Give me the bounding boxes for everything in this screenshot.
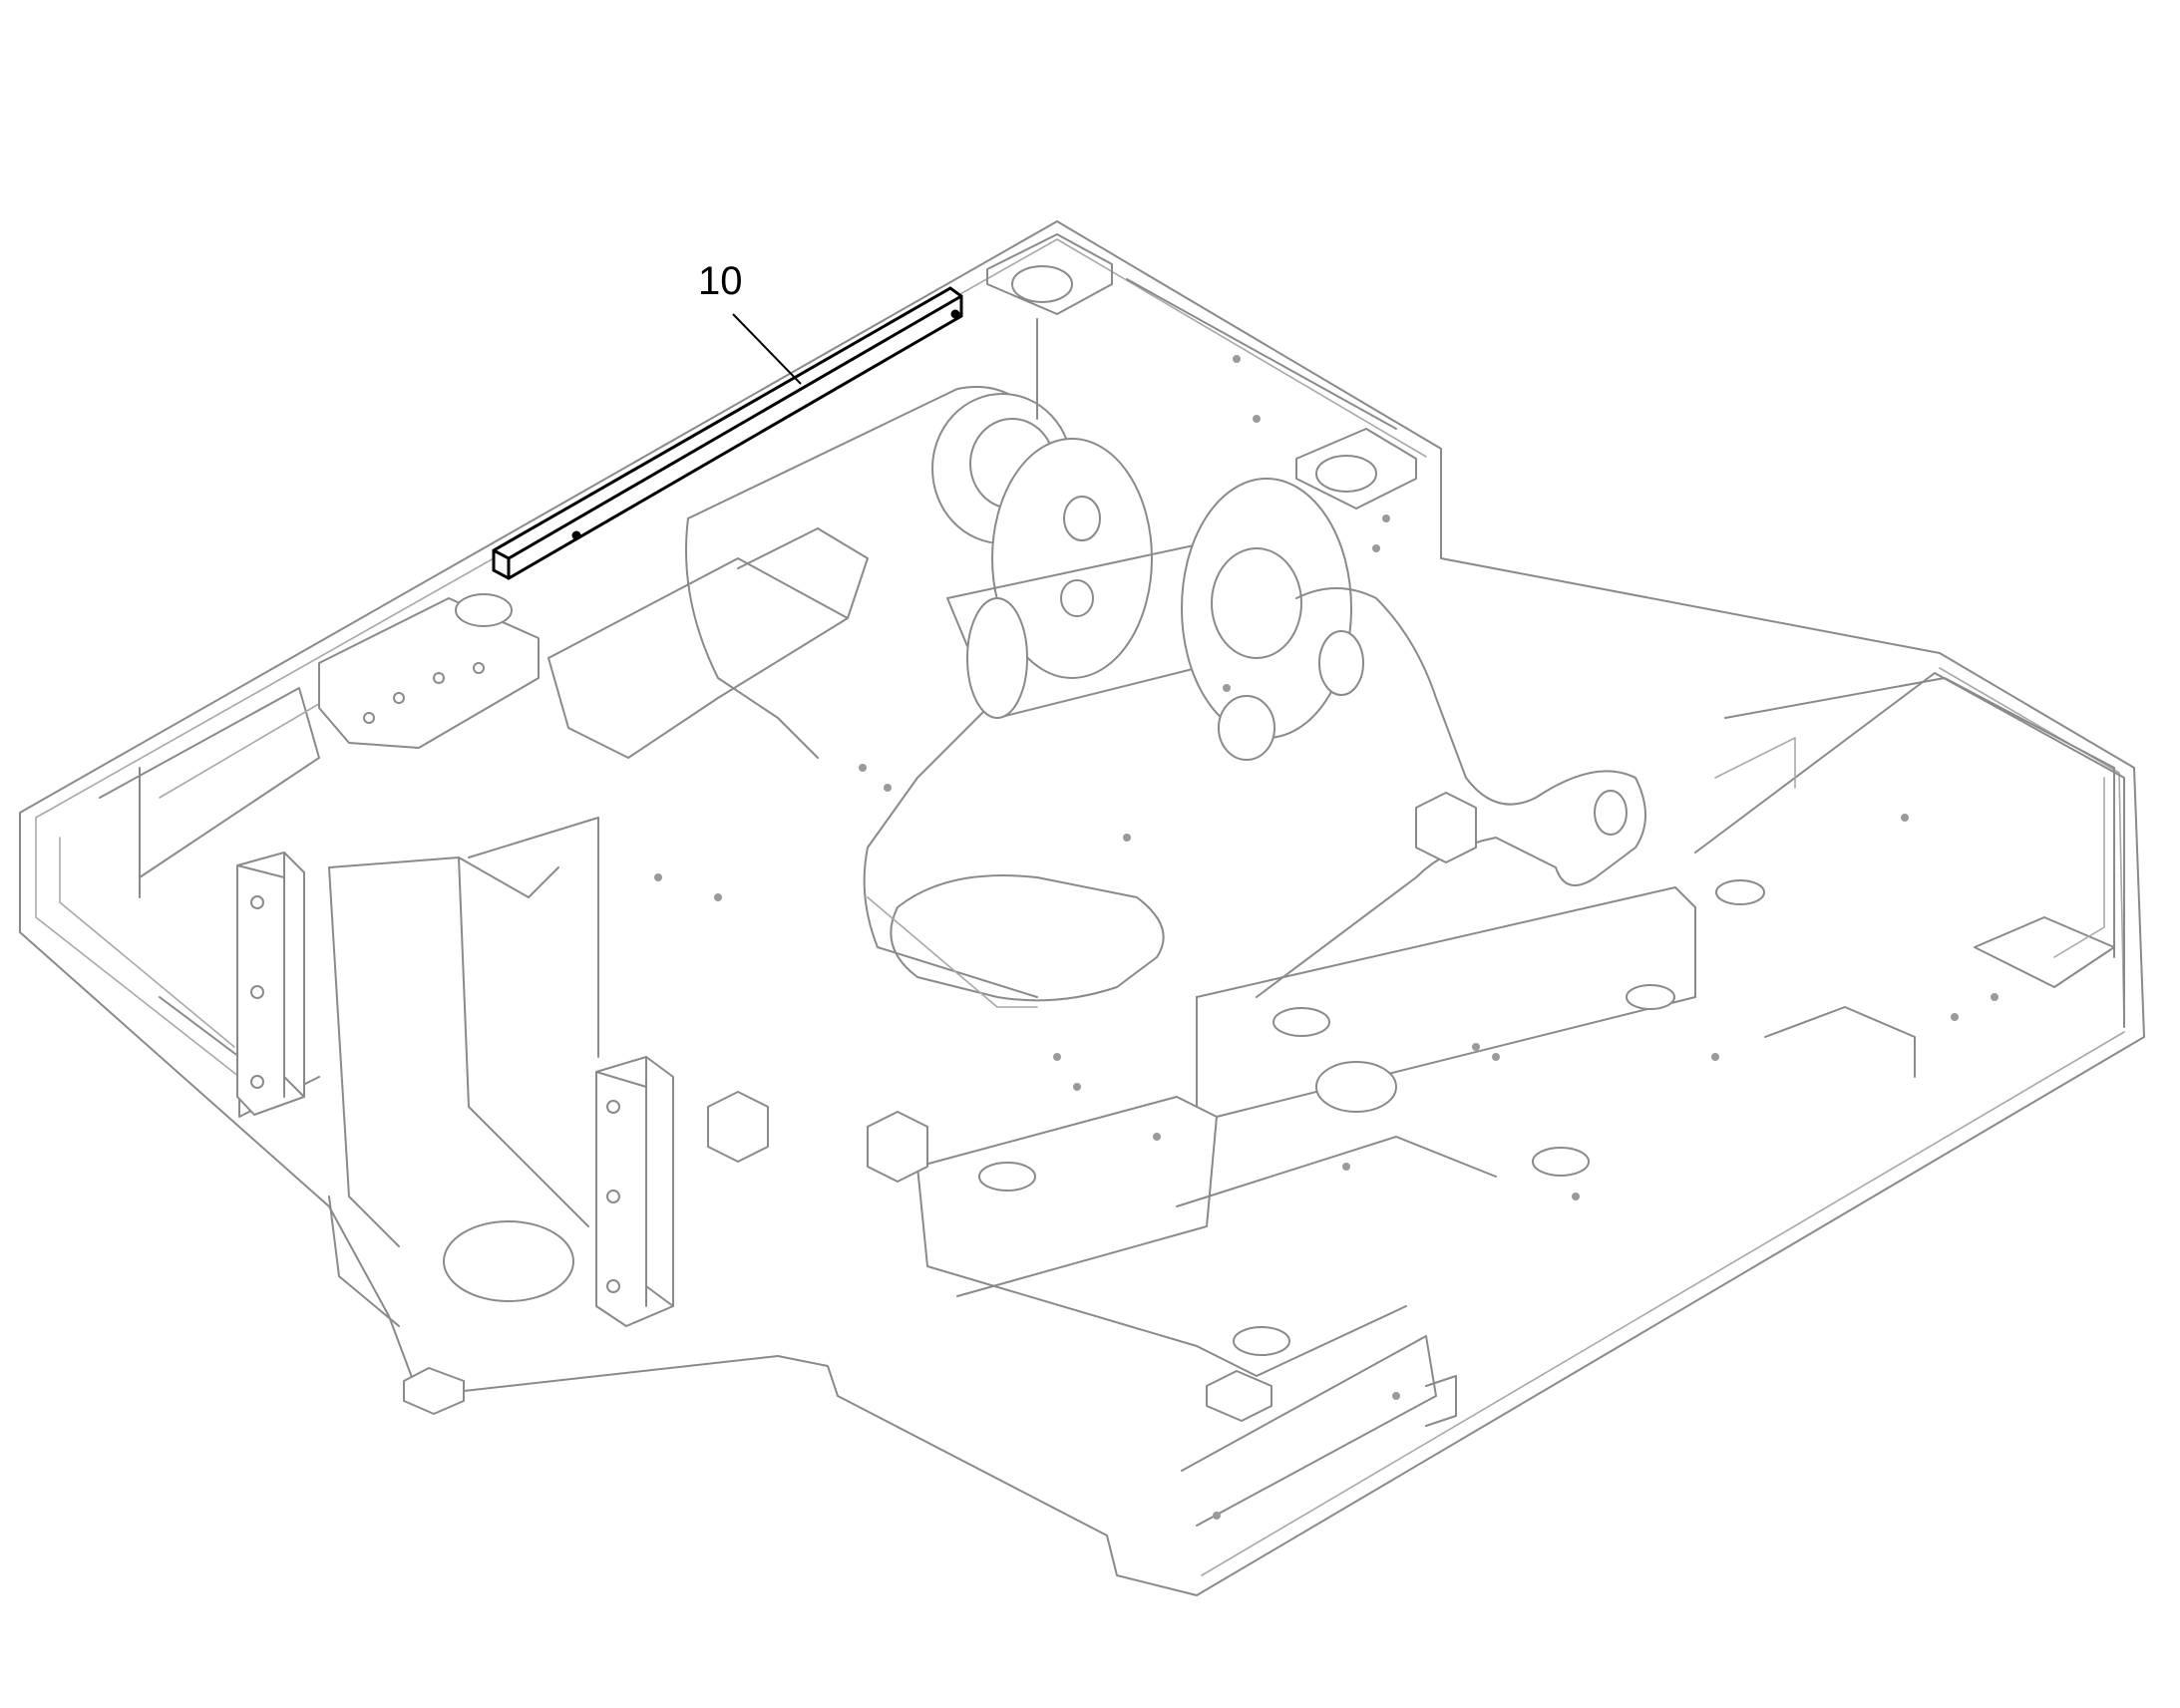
boom-pin-boss-right (1181, 478, 1352, 761)
boom-foot-bracket-front (1256, 587, 1646, 998)
left-mount-pad (318, 593, 540, 749)
callout-10-label: 10 (698, 259, 743, 303)
boom-pin-boss-mid (991, 438, 1153, 679)
rear-pocket-left (547, 557, 849, 759)
front-cross-beam-lower (916, 1096, 1497, 1377)
callout-10-leader (732, 313, 802, 385)
left-bracket-plate (236, 852, 305, 1116)
bolts (654, 355, 1998, 1520)
rear-pocket-mid (737, 527, 869, 619)
left-box-section (328, 817, 599, 1327)
front-cross-beam-upper (1196, 886, 1696, 1118)
block-fittings (403, 792, 1477, 1422)
center-floor-opening (867, 874, 1165, 1008)
front-bottom-plate (1181, 1335, 1457, 1527)
part-10-bar[interactable] (492, 286, 963, 580)
center-bracket-plate (595, 1056, 674, 1327)
rear-right-corner-box (986, 233, 1417, 510)
callout-10: 10 (698, 259, 802, 385)
right-deck (1694, 672, 2125, 1078)
rubber-mount-pads (978, 879, 1765, 1356)
frame-outline (19, 220, 2145, 1596)
